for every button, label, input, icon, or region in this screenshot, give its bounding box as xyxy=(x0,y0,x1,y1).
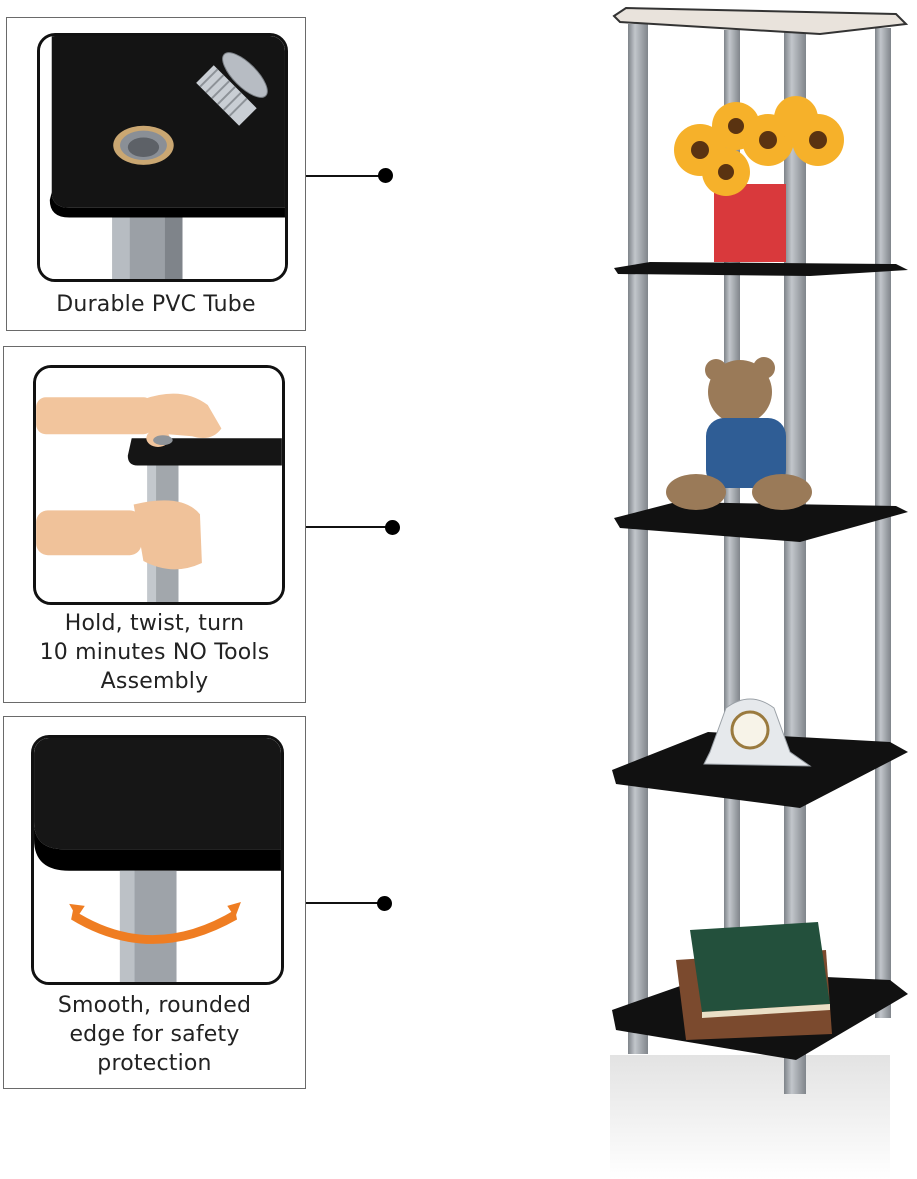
flowers xyxy=(674,96,844,262)
teddy-bear xyxy=(666,357,812,510)
assembly-leader-dot xyxy=(385,520,400,535)
pvc-leader-line xyxy=(306,175,384,177)
pole-front-right xyxy=(784,14,806,1094)
pvc-leader-dot xyxy=(378,168,393,183)
clock xyxy=(703,698,812,767)
edge-caption: Smooth, rounded edge for safety protecti… xyxy=(57,993,252,1076)
pole-front-left xyxy=(628,24,648,1054)
feature-card-assembly: Hold, twist, turn 10 minutes NO Tools As… xyxy=(3,346,306,703)
feature-card-edge: Smooth, rounded edge for safety protecti… xyxy=(3,716,306,1089)
shelf-tower-product xyxy=(610,6,909,1179)
hand-top xyxy=(36,393,222,447)
edge-leader-line xyxy=(306,902,384,904)
hand-bottom xyxy=(36,500,202,570)
pvc-tube-closeup xyxy=(37,33,288,282)
assembly-illustration xyxy=(36,368,282,602)
pvc-caption: Durable PVC Tube xyxy=(56,292,256,317)
edge-leader-dot xyxy=(377,896,392,911)
assembly-closeup xyxy=(33,365,285,605)
pvc-tube-illustration xyxy=(40,36,285,279)
screw-icon xyxy=(196,52,268,126)
edge-illustration xyxy=(34,738,281,982)
books xyxy=(676,922,832,1040)
edge-closeup xyxy=(31,735,284,985)
rotation-arrow-icon xyxy=(71,909,238,944)
assembly-caption: Hold, twist, turn 10 minutes NO Tools As… xyxy=(39,611,270,694)
assembly-leader-line xyxy=(306,526,386,528)
feature-card-pvc: Durable PVC Tube xyxy=(6,17,306,331)
